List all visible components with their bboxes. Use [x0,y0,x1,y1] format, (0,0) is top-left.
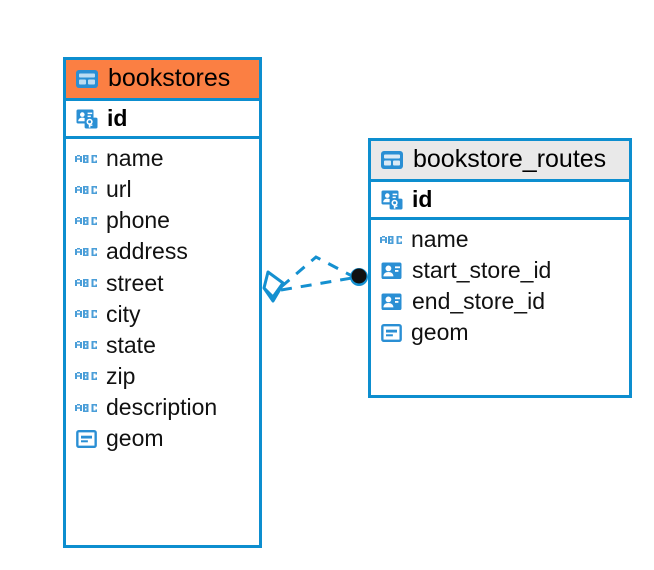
field-row[interactable]: phone [66,205,259,236]
field-label: city [106,300,141,327]
field-row[interactable]: name [371,224,629,255]
primary-key-row[interactable]: id [371,182,629,220]
key-card-icon [380,187,404,211]
field-list: name url [66,139,259,459]
field-label: phone [106,207,170,234]
abc-icon [75,400,98,416]
field-row[interactable]: geom [371,317,629,348]
field-label: state [106,331,156,358]
card-icon [380,260,404,282]
field-row[interactable]: url [66,174,259,205]
abc-icon [380,232,403,248]
field-row[interactable]: end_store_id [371,286,629,317]
entity-table-bookstores[interactable]: bookstores id [63,57,262,548]
abc-icon [75,368,98,384]
abc-icon [75,337,98,353]
field-row[interactable]: zip [66,361,259,392]
field-list: name start_store_id [371,220,629,354]
field-label: geom [106,425,164,452]
table-icon [75,67,99,91]
abc-icon [75,306,98,322]
field-label: street [106,269,164,296]
entity-title: bookstores [108,64,231,92]
key-card-icon [75,106,99,130]
diamond-many-marker [262,270,285,303]
primary-key-label: id [412,185,433,212]
abc-icon [75,244,98,260]
primary-key-row[interactable]: id [66,101,259,139]
field-row[interactable]: description [66,392,259,423]
field-row[interactable]: street [66,268,259,299]
relationship-line-upper [280,255,353,289]
entity-header-bookstore-routes[interactable]: bookstore_routes [371,141,629,182]
field-row[interactable]: state [66,330,259,361]
field-row[interactable]: name [66,143,259,174]
abc-icon [75,213,98,229]
field-label: zip [106,362,136,389]
field-label: end_store_id [412,288,545,315]
field-label: name [411,226,469,252]
field-row[interactable]: city [66,299,259,330]
entity-table-bookstore-routes[interactable]: bookstore_routes id [368,138,632,398]
field-label: description [106,394,218,420]
field-label: start_store_id [412,257,552,284]
entity-title: bookstore_routes [413,145,607,173]
blob-icon [380,322,403,344]
primary-key-label: id [107,104,128,131]
relationship-line-lower [280,276,353,292]
abc-icon [75,275,98,291]
field-label: geom [411,319,469,346]
field-label: url [106,176,132,203]
field-row[interactable]: address [66,236,259,267]
table-icon [380,148,404,172]
entity-header-bookstores[interactable]: bookstores [66,60,259,101]
abc-icon [75,151,98,167]
field-row[interactable]: geom [66,423,259,454]
field-label: address [106,238,188,265]
card-icon [380,291,404,313]
abc-icon [75,182,98,198]
field-row[interactable]: start_store_id [371,255,629,286]
blob-icon [75,428,98,450]
filled-circle-marker [350,268,368,286]
field-label: name [106,145,164,171]
